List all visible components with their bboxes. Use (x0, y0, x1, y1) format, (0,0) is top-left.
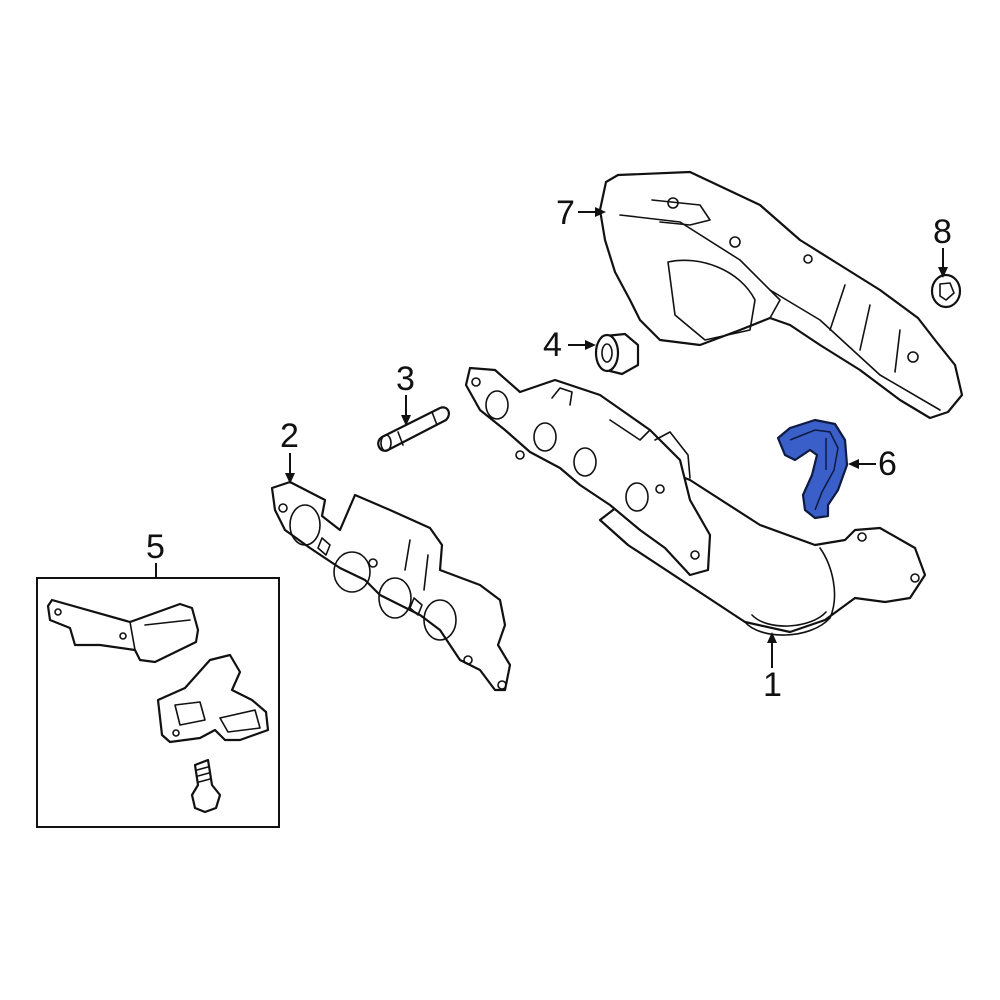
callout-4[interactable]: 4 (543, 326, 562, 364)
callout-6[interactable]: 6 (878, 445, 897, 483)
part-nut-8[interactable] (930, 273, 962, 309)
part-bracket-kit-contents (46, 598, 270, 814)
bracket-kit-box (36, 577, 280, 828)
callout-8[interactable]: 8 (933, 213, 952, 251)
part-nut-4[interactable] (594, 332, 640, 376)
callout-2[interactable]: 2 (280, 417, 299, 455)
part-manifold-converter[interactable] (464, 366, 927, 636)
part-gasket[interactable] (270, 480, 512, 692)
part-stud[interactable] (377, 406, 450, 452)
leader-lines (155, 207, 948, 668)
part-heat-shield[interactable] (598, 170, 964, 420)
part-bracket-highlighted[interactable] (776, 418, 849, 520)
callout-7[interactable]: 7 (556, 194, 575, 232)
callout-1[interactable]: 1 (763, 666, 782, 704)
callout-5[interactable]: 5 (146, 528, 165, 566)
callout-3[interactable]: 3 (396, 360, 415, 398)
